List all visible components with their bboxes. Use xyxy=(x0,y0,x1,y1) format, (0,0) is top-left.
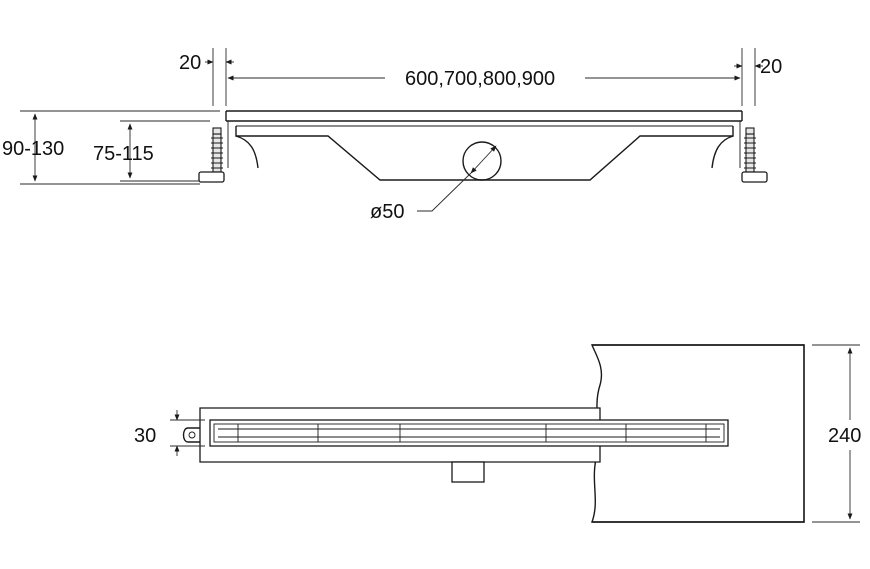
left-flange xyxy=(235,135,259,169)
mounting-hole xyxy=(188,431,196,439)
side-view: 20 600,700,800,900 20 90-130 75-115 ø50 xyxy=(2,48,782,223)
right-leveling-foot xyxy=(741,127,768,183)
dim-channel-width: 30 xyxy=(134,425,156,447)
channel-body xyxy=(235,126,734,181)
mounting-tab xyxy=(182,427,200,443)
dim-total-height: 90-130 xyxy=(2,138,64,160)
dim-width: 240 xyxy=(828,425,861,447)
left-leveling-foot xyxy=(198,127,225,183)
dim-body-height: 75-115 xyxy=(93,143,154,165)
plan-view: 30 240 xyxy=(134,344,861,523)
right-flange xyxy=(711,135,734,169)
dim-left-margin: 20 xyxy=(179,52,201,74)
outlet-circle xyxy=(462,141,502,181)
dim-right-margin: 20 xyxy=(760,56,782,78)
dim-outlet: ø50 xyxy=(370,201,404,223)
outlet-stub xyxy=(451,461,485,483)
dim-length: 600,700,800,900 xyxy=(405,68,555,90)
grate-plate xyxy=(225,110,743,127)
